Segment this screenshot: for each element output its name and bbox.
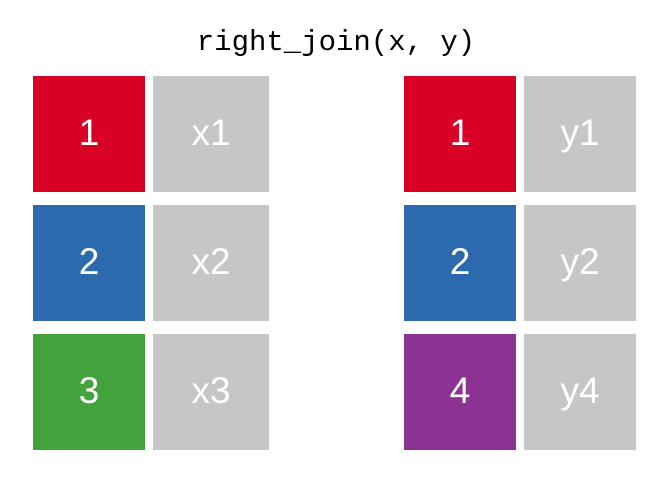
key-cell-label: 4 [449,370,471,412]
table-y: 1 y1 2 y2 4 y4 [404,76,636,450]
key-cell-label: 3 [78,370,100,412]
key-cell: 3 [33,334,145,450]
table-row: 1 y1 [404,76,636,192]
value-cell: x2 [153,205,269,321]
key-cell: 2 [404,205,516,321]
diagram-title: right_join(x, y) [196,26,476,59]
value-cell-label: x1 [191,112,231,154]
value-cell: y4 [524,334,636,450]
key-cell-label: 1 [449,112,471,154]
key-cell: 4 [404,334,516,450]
value-cell-label: y1 [560,112,600,154]
value-cell: y2 [524,205,636,321]
key-cell-label: 1 [78,112,100,154]
key-cell-label: 2 [78,241,100,283]
value-cell: x3 [153,334,269,450]
table-x: 1 x1 2 x2 3 x3 [33,76,269,450]
key-cell: 2 [33,205,145,321]
value-cell-label: y4 [560,370,600,412]
table-row: 3 x3 [33,334,269,450]
value-cell: x1 [153,76,269,192]
key-cell: 1 [33,76,145,192]
key-cell-label: 2 [449,241,471,283]
value-cell-label: y2 [560,241,600,283]
table-row: 1 x1 [33,76,269,192]
value-cell-label: x3 [191,370,231,412]
value-cell-label: x2 [191,241,231,283]
value-cell: y1 [524,76,636,192]
table-row: 2 y2 [404,205,636,321]
table-row: 2 x2 [33,205,269,321]
key-cell: 1 [404,76,516,192]
table-row: 4 y4 [404,334,636,450]
